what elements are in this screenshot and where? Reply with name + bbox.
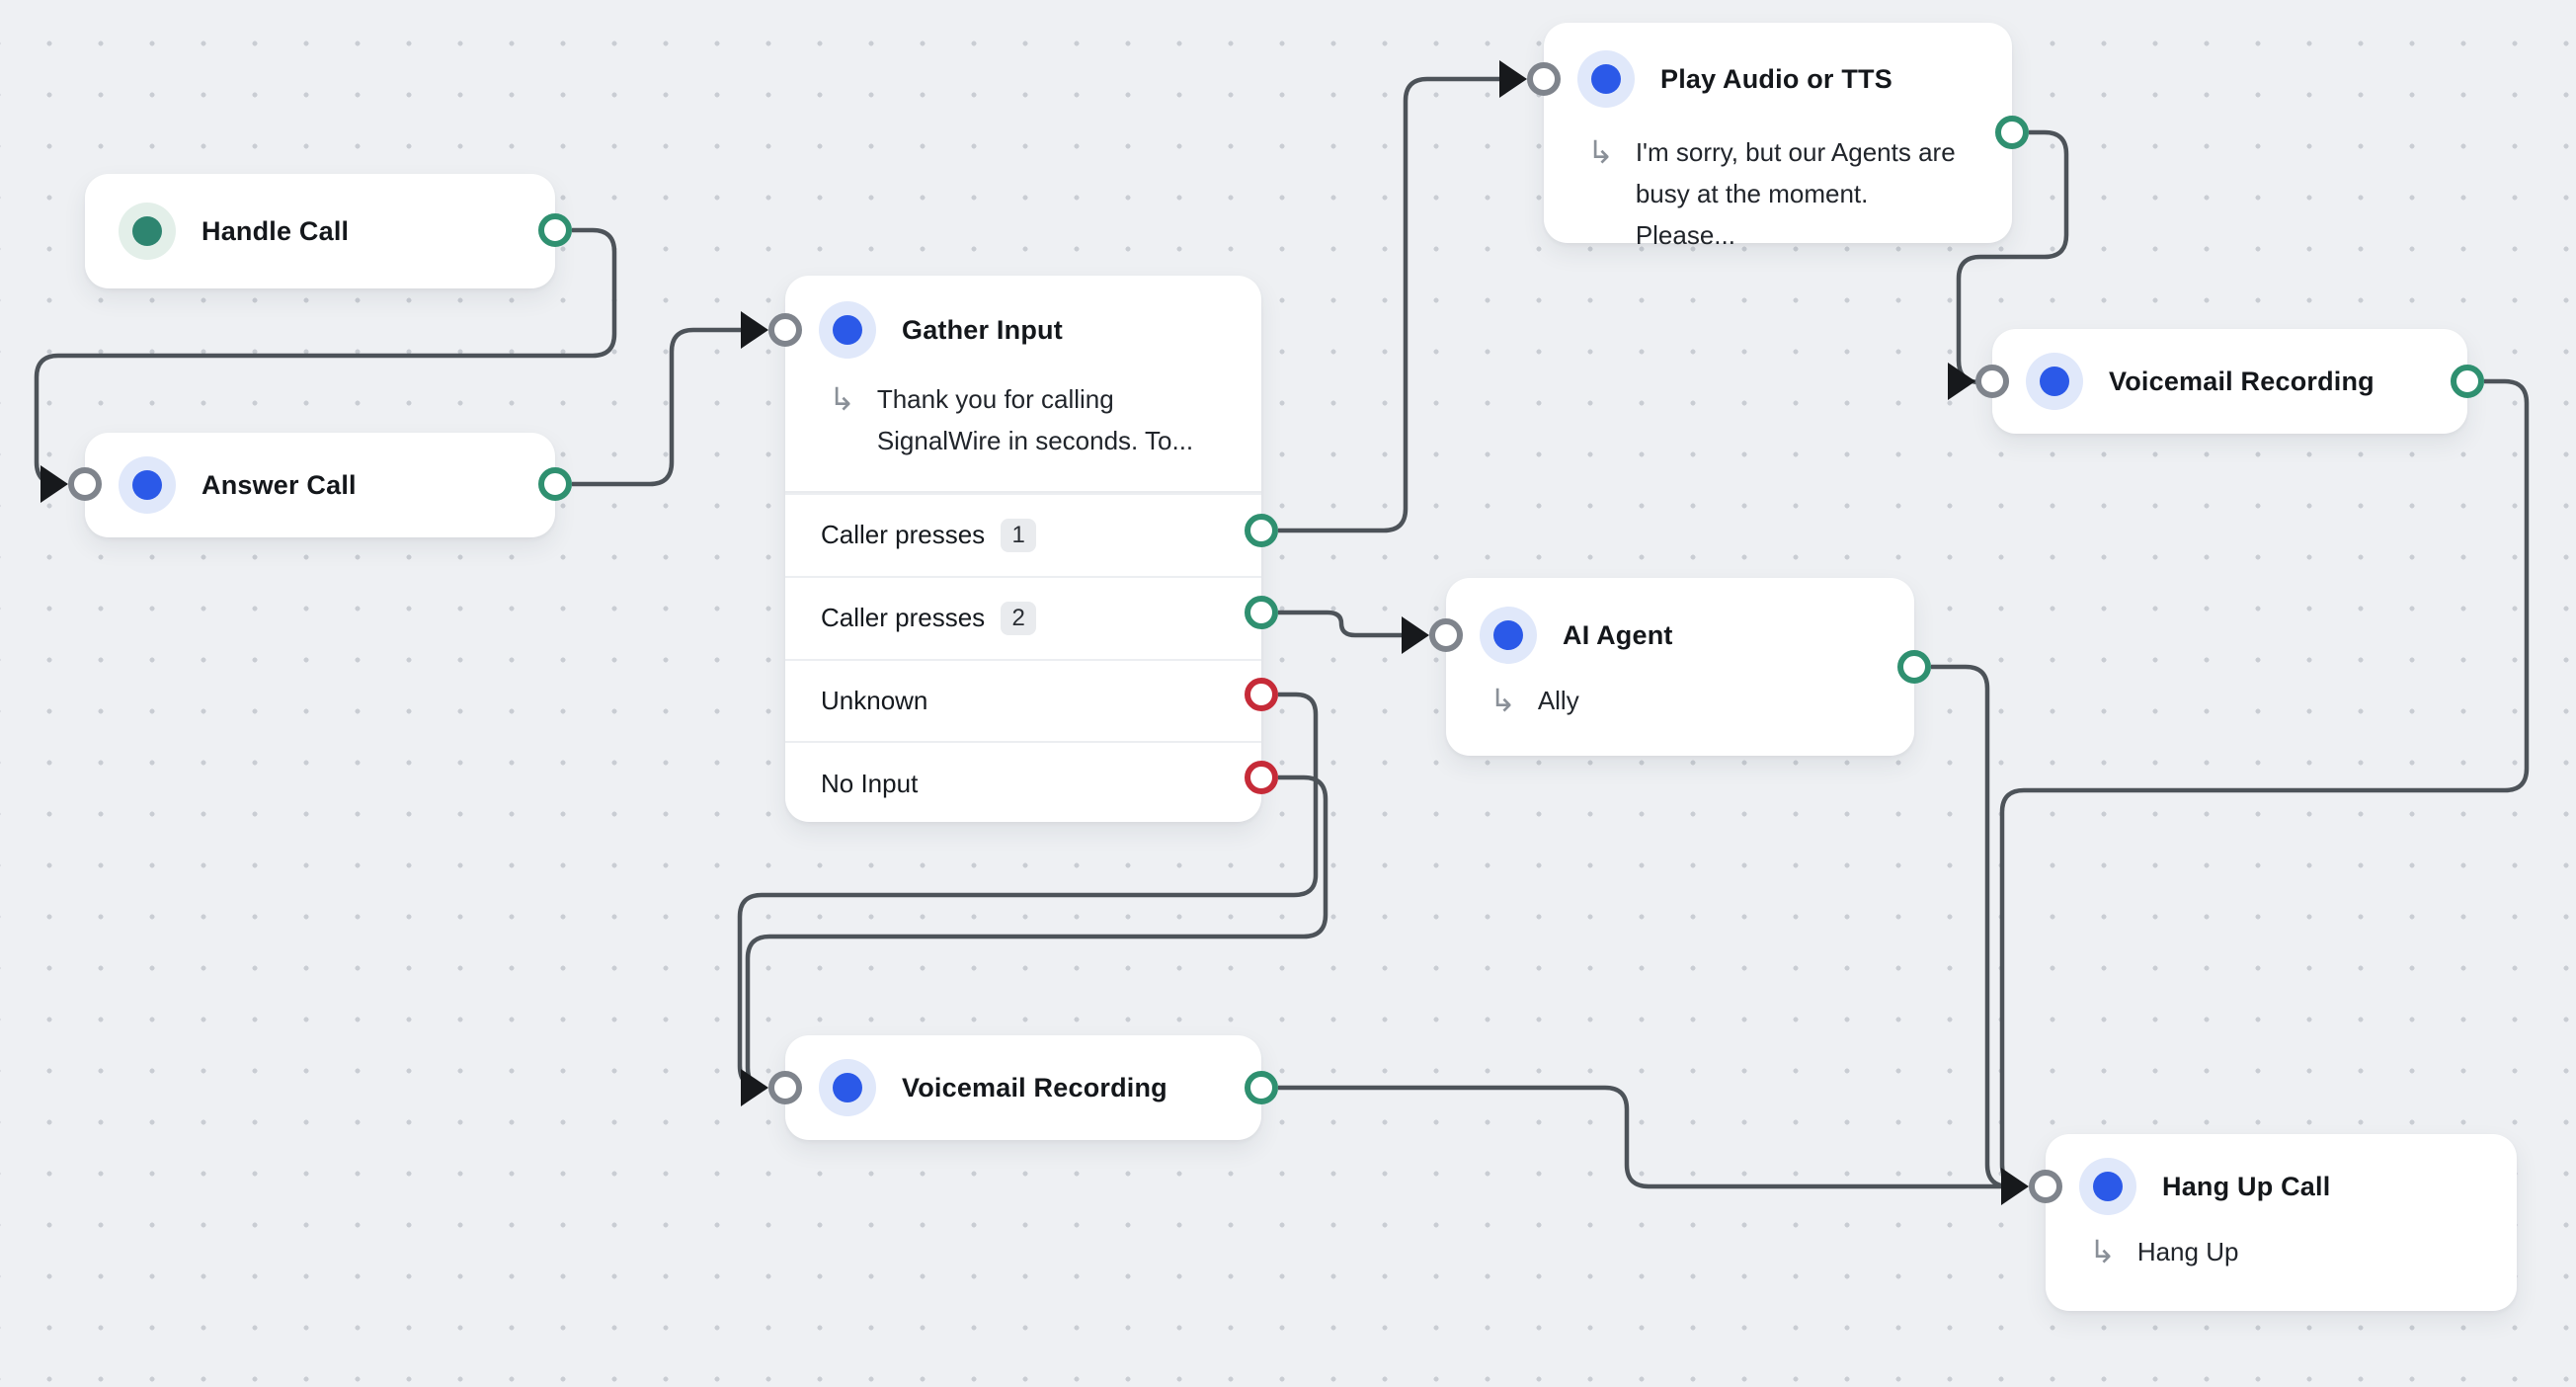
node-answer-call[interactable]: Answer Call [68, 433, 572, 537]
wire[interactable] [1956, 129, 2069, 385]
row-label: Unknown [821, 685, 928, 715]
node-ai-agent[interactable]: AI Agent ↳ Ally [1429, 578, 1931, 756]
output-port-success[interactable] [1245, 1071, 1278, 1104]
node-dot-blue-icon [1577, 50, 1635, 108]
wire-arrowhead-icon [1499, 60, 1527, 98]
node-play-audio-or-tts[interactable]: Play Audio or TTS ↳ I'm sorry, but our Age… [1527, 23, 2029, 250]
node-dot-core [833, 1073, 862, 1102]
wire-arrowhead-icon [2001, 1168, 2029, 1205]
node-title: AI Agent [1563, 619, 1673, 650]
wire-arrowhead-icon [40, 465, 68, 503]
node-title: Play Audio or TTS [1660, 63, 1892, 94]
wire[interactable] [1278, 1085, 2011, 1189]
node-dot-core [1493, 620, 1523, 650]
key-badge: 1 [1001, 518, 1037, 552]
node-dot-core [833, 315, 862, 345]
row-label: Caller presses [821, 603, 986, 633]
node-gather-input[interactable]: Gather Input ↳ Thank you for calling Signa… [768, 276, 1278, 824]
wire[interactable] [34, 227, 617, 487]
node-title: Gather Input [902, 314, 1063, 345]
node-subtitle: Ally [1537, 686, 1579, 715]
node-dot-core [132, 470, 162, 500]
node-subtitle: Thank you for calling SignalWire in seco… [876, 384, 1194, 455]
node-dot-blue-icon [819, 301, 876, 359]
node-hang-up-call[interactable]: Hang Up Call ↳ Hang Up [2029, 1134, 2517, 1311]
output-port-success[interactable] [1897, 650, 1931, 684]
output-port-error[interactable] [1245, 678, 1278, 711]
node-dot-blue-icon [2079, 1158, 2136, 1215]
node-dot-blue-icon [819, 1059, 876, 1116]
return-arrow-icon: ↳ [1587, 133, 1614, 171]
node-subtitle: I'm sorry, but our Agents are busy at th… [1635, 137, 1956, 250]
row-label: Caller presses [821, 520, 986, 550]
wire-arrowhead-icon [741, 1069, 768, 1106]
input-port[interactable] [768, 1071, 802, 1104]
return-arrow-icon: ↳ [2089, 1233, 2116, 1270]
node-dot-teal-icon [119, 203, 176, 260]
wire[interactable] [1278, 76, 1509, 533]
row-unknown[interactable]: Unknown [785, 658, 1261, 742]
wire-arrowhead-icon [1948, 363, 1975, 400]
key-badge: 2 [1001, 601, 1037, 635]
wire[interactable] [1278, 610, 1412, 638]
input-port[interactable] [1429, 618, 1463, 652]
row-caller-presses-2[interactable]: Caller presses 2 [785, 575, 1261, 659]
wire[interactable] [572, 327, 751, 487]
row-label: No Input [821, 768, 919, 798]
row-no-input[interactable]: No Input [785, 741, 1261, 824]
output-port-success[interactable] [1245, 514, 1278, 547]
node-title: Hang Up Call [2162, 1171, 2331, 1201]
node-handle-call[interactable]: Handle Call [85, 174, 572, 288]
output-port-success[interactable] [1245, 596, 1278, 629]
output-port-success[interactable] [2451, 365, 2484, 398]
return-arrow-icon: ↳ [829, 380, 855, 418]
input-port[interactable] [1527, 62, 1561, 96]
node-voicemail-recording-bottom[interactable]: Voicemail Recording [768, 1035, 1278, 1140]
node-dot-blue-icon [2026, 353, 2083, 410]
node-dot-blue-icon [1480, 607, 1537, 664]
node-title: Voicemail Recording [2109, 366, 2375, 396]
node-title: Handle Call [201, 215, 350, 246]
input-port[interactable] [2029, 1170, 2062, 1203]
input-port[interactable] [1975, 365, 2009, 398]
output-port-success[interactable] [1995, 116, 2029, 149]
output-port-error[interactable] [1245, 761, 1278, 794]
output-port-success[interactable] [538, 467, 572, 501]
node-dot-core [2040, 367, 2069, 396]
wire-arrowhead-icon [741, 311, 768, 349]
node-subtitle: Hang Up [2136, 1237, 2239, 1266]
input-port[interactable] [768, 313, 802, 347]
divider [785, 491, 1261, 493]
return-arrow-icon: ↳ [1489, 682, 1516, 719]
output-port-success[interactable] [538, 213, 572, 247]
input-port[interactable] [68, 467, 102, 501]
node-dot-blue-icon [119, 456, 176, 514]
node-dot-core [2093, 1172, 2123, 1201]
wire[interactable] [1931, 664, 2010, 1189]
wire[interactable] [1999, 378, 2530, 1189]
wire-arrowhead-icon [1402, 616, 1429, 654]
node-dot-core [132, 216, 162, 246]
node-title: Voicemail Recording [902, 1072, 1167, 1102]
node-dot-core [1591, 64, 1621, 94]
row-caller-presses-1[interactable]: Caller presses 1 [785, 493, 1261, 576]
node-voicemail-recording-top[interactable]: Voicemail Recording [1975, 329, 2484, 434]
node-title: Answer Call [201, 469, 357, 500]
